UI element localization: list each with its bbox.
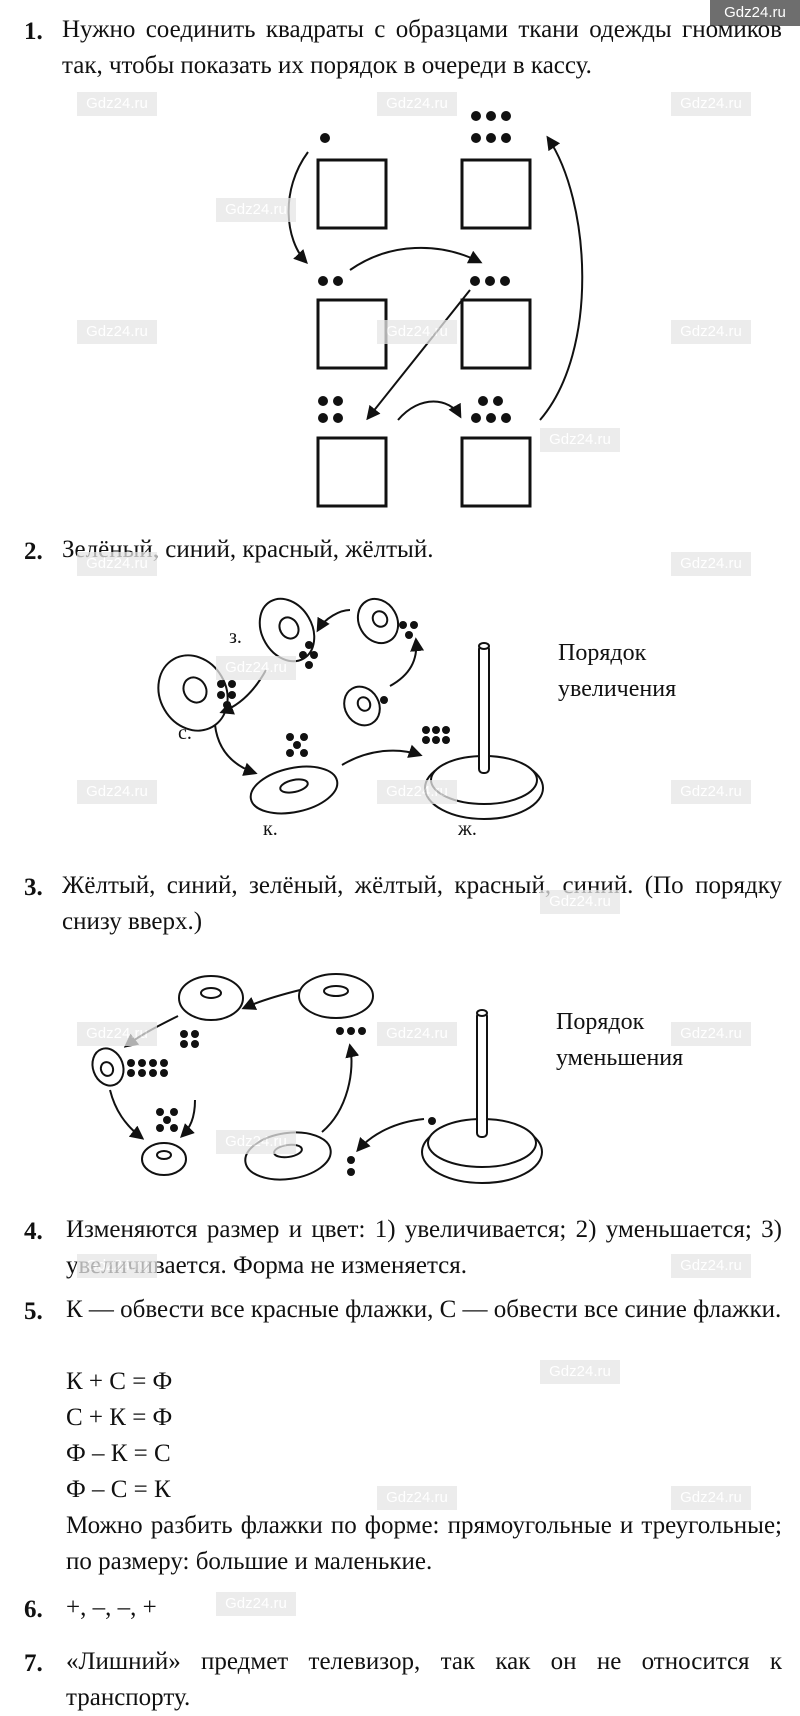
task-6-number: 6. (24, 1596, 43, 1623)
task-1-number: 1. (24, 18, 43, 45)
pyramid-rod (478, 644, 490, 774)
watermark: Gdz24.ru (671, 552, 751, 576)
formula-1: К + С = Ф (66, 1368, 173, 1395)
watermark: Gdz24.ru (377, 1486, 457, 1510)
ring-small (343, 685, 381, 727)
formula-2: С + К = Ф (66, 1404, 173, 1431)
pyramid3-base (421, 1009, 543, 1184)
watermark: Gdz24.ru (216, 1130, 296, 1154)
task-5-number: 5. (24, 1298, 43, 1325)
ring3-top-left (178, 975, 244, 1021)
ring-top-right (356, 597, 400, 645)
figure-3-caption-line-2: уменьшения (556, 1045, 684, 1071)
watermark: Gdz24.ru (77, 320, 157, 344)
watermark: Gdz24.ru (540, 890, 620, 914)
task-6-text: +, –, –, + (66, 1594, 157, 1621)
figure-1-squares (316, 158, 532, 508)
figure-3-rings (91, 973, 543, 1184)
formula-3: Ф – К = С (66, 1440, 171, 1467)
label-green: з. (229, 626, 242, 648)
watermark: Gdz24.ru (671, 1022, 751, 1046)
figure-2-rings (157, 597, 544, 820)
watermark: Gdz24.ru (540, 1360, 620, 1384)
square-3-2 (460, 436, 532, 508)
watermark: Gdz24.ru (377, 92, 457, 116)
figure-2-caption-line-1: Порядок (558, 640, 647, 666)
label-red: к. (263, 818, 278, 840)
watermark: Gdz24.ru (377, 320, 457, 344)
watermark: Gdz24.ru (671, 320, 751, 344)
figure-2-dots (217, 621, 450, 757)
label-blue: с. (178, 722, 192, 744)
ring-green (258, 597, 316, 663)
figure-3-dots (127, 1027, 436, 1176)
figure-1-dots (318, 111, 511, 423)
watermark: Gdz24.ru (77, 92, 157, 116)
square-1-2 (460, 158, 532, 230)
watermark: Gdz24.ru (77, 1022, 157, 1046)
watermark: Gdz24.ru (671, 1254, 751, 1278)
watermark: Gdz24.ru (377, 780, 457, 804)
watermark: Gdz24.ru (216, 1592, 296, 1616)
figure-1-arrows (287, 135, 584, 421)
square-1-1 (316, 158, 388, 230)
watermark: Gdz24.ru (671, 780, 751, 804)
ring3-top-right (298, 973, 374, 1019)
task-5-text: К — обвести все красные флажки, С — обве… (66, 1296, 782, 1323)
watermark: Gdz24.ru (377, 1022, 457, 1046)
square-2-1 (316, 298, 388, 370)
task-5-note: Можно разбить флажки по форме: прямоугол… (66, 1512, 782, 1575)
watermark: Gdz24.ru (671, 92, 751, 116)
watermark: Gdz24.ru (216, 656, 296, 680)
watermark: Gdz24.ru (77, 552, 157, 576)
task-1-text: Нужно соединить квадраты с образцами тка… (62, 16, 782, 79)
formula-4: Ф – С = К (66, 1476, 171, 1503)
ring-blue (157, 654, 229, 732)
figure-3-caption-line-1: Порядок (556, 1009, 645, 1035)
task-2-number: 2. (24, 538, 43, 565)
ring3-small-left (91, 1047, 125, 1087)
pyramid3-rod (476, 1011, 488, 1138)
figure-2-caption-line-2: увеличения (558, 676, 677, 702)
task-4-number: 4. (24, 1218, 43, 1245)
watermark: Gdz24.ru (77, 1254, 157, 1278)
watermark: Gdz24.ru (671, 1486, 751, 1510)
task-3-text: Жёлтый, синий, зелёный, жёлтый, красный,… (62, 872, 782, 935)
site-watermark-corner: Gdz24.ru (710, 0, 800, 26)
watermark: Gdz24.ru (540, 428, 620, 452)
ring3-bottom-left (141, 1142, 187, 1176)
watermark: Gdz24.ru (216, 198, 296, 222)
ring-red (249, 765, 339, 815)
square-3-1 (316, 436, 388, 508)
square-2-2 (460, 298, 532, 370)
watermark: Gdz24.ru (77, 780, 157, 804)
task-7-text: «Лишний» предмет телевизор, так как он н… (66, 1648, 782, 1711)
label-yellow: ж. (458, 818, 477, 840)
task-3-number: 3. (24, 874, 43, 901)
task-7-number: 7. (24, 1650, 43, 1677)
